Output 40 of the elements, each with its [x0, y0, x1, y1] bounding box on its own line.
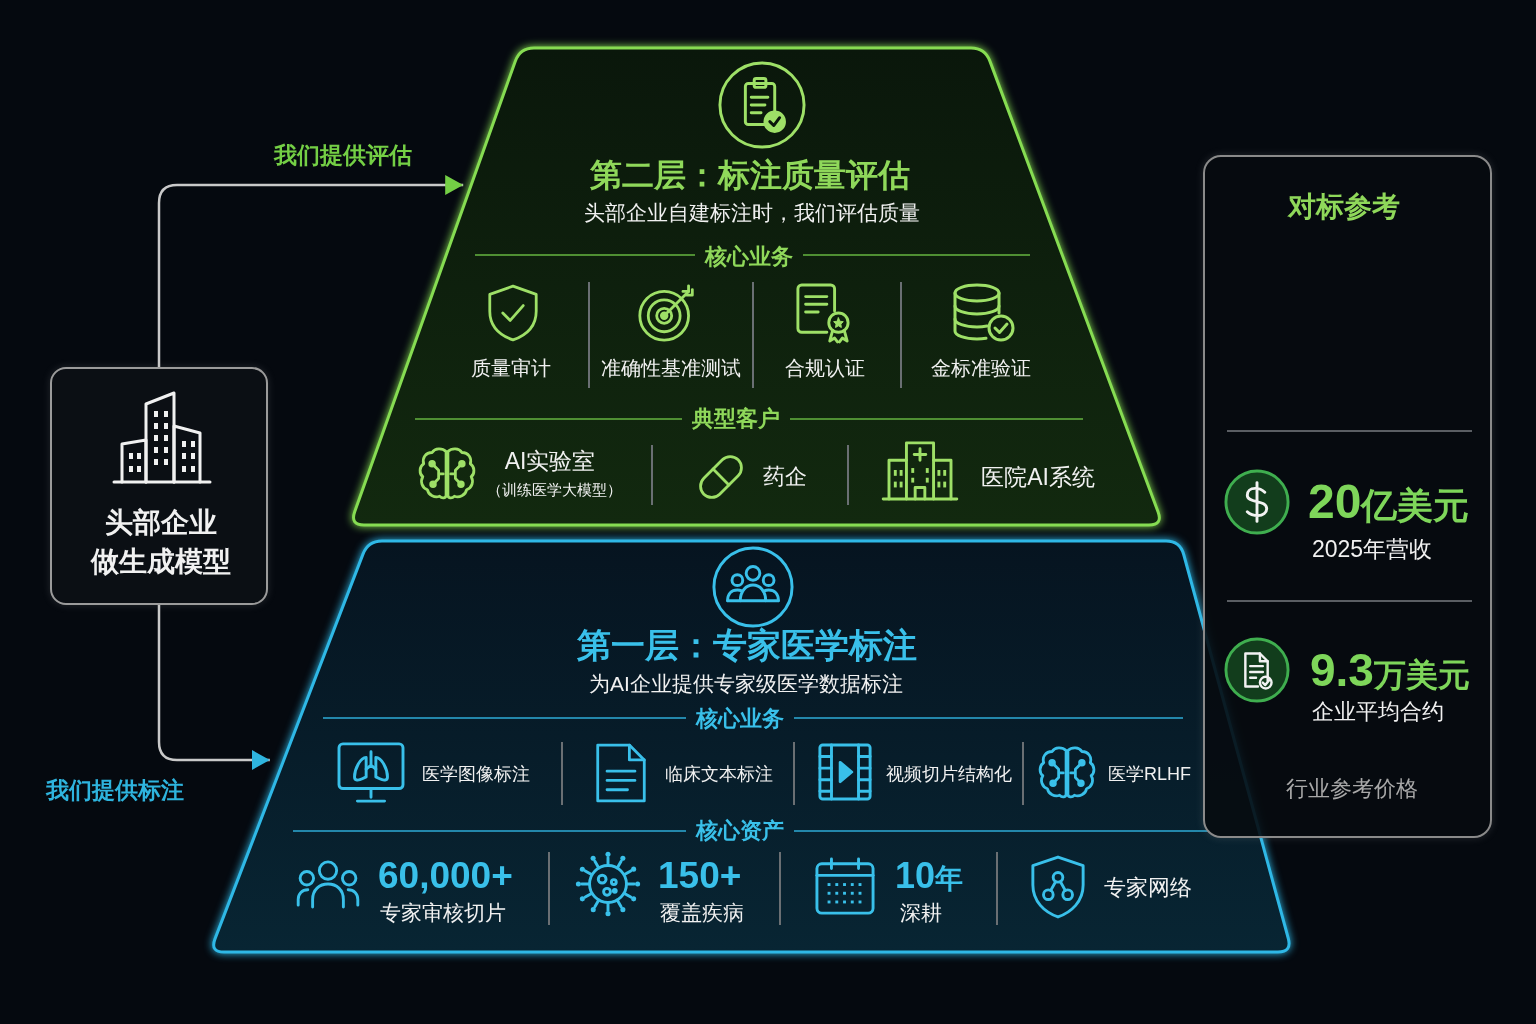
stat-caption: 企业平均合约 — [1312, 699, 1444, 725]
stat-value: 10年 — [895, 855, 964, 897]
service-label: 金标准验证 — [931, 356, 1031, 380]
service-label: 医学图像标注 — [422, 763, 530, 785]
stat-value: 9.3万美元 — [1310, 643, 1470, 697]
stat-caption: 深耕 — [900, 900, 942, 926]
service-label: 视频切片结构化 — [886, 763, 1012, 785]
stat-caption: 专家审核切片 — [380, 900, 506, 926]
stat-value: 150+ — [658, 854, 742, 898]
stat-value: 60,000+ — [378, 854, 513, 898]
stat-caption: 覆盖疾病 — [660, 900, 744, 926]
section-heading: 核心业务 — [696, 706, 784, 732]
benchmark-panel — [1203, 155, 1492, 838]
service-label: 医学RLHF — [1108, 763, 1191, 785]
section-heading: 核心资产 — [696, 818, 784, 844]
panel-heading: 对标参考 — [1288, 190, 1400, 224]
customer-label: AI实验室 — [504, 447, 596, 475]
note: 行业参考价格 — [1286, 776, 1418, 802]
box-label: 头部企业做生成模型 — [91, 505, 231, 579]
service-label: 临床文本标注 — [665, 763, 773, 785]
tier-title: 第二层：标注质量评估 — [590, 156, 910, 194]
arrow — [157, 175, 464, 367]
arrow — [157, 605, 270, 770]
company-box — [50, 367, 268, 605]
customer-label: 医院AI系统 — [981, 463, 1095, 491]
section-heading: 典型客户 — [692, 406, 780, 432]
tier-subtitle: 头部企业自建标注时，我们评估质量 — [584, 200, 920, 226]
section-heading: 核心业务 — [705, 244, 793, 270]
edge-label: 我们提供标注 — [46, 776, 184, 804]
stat-value: 20亿美元 — [1308, 474, 1470, 530]
service-label: 合规认证 — [785, 356, 865, 380]
tier-title: 第一层：专家医学标注 — [577, 626, 917, 666]
service-label: 质量审计 — [471, 356, 551, 380]
service-label: 准确性基准测试 — [601, 356, 741, 380]
customer-label: 药企 — [763, 464, 807, 490]
tier-subtitle: 为AI企业提供专家级医学数据标注 — [589, 671, 903, 697]
asset-label: 专家网络 — [1104, 875, 1192, 901]
edge-label: 我们提供评估 — [274, 141, 412, 169]
customer-note: （训练医学大模型） — [486, 481, 622, 499]
stat-caption: 2025年营收 — [1312, 535, 1433, 563]
